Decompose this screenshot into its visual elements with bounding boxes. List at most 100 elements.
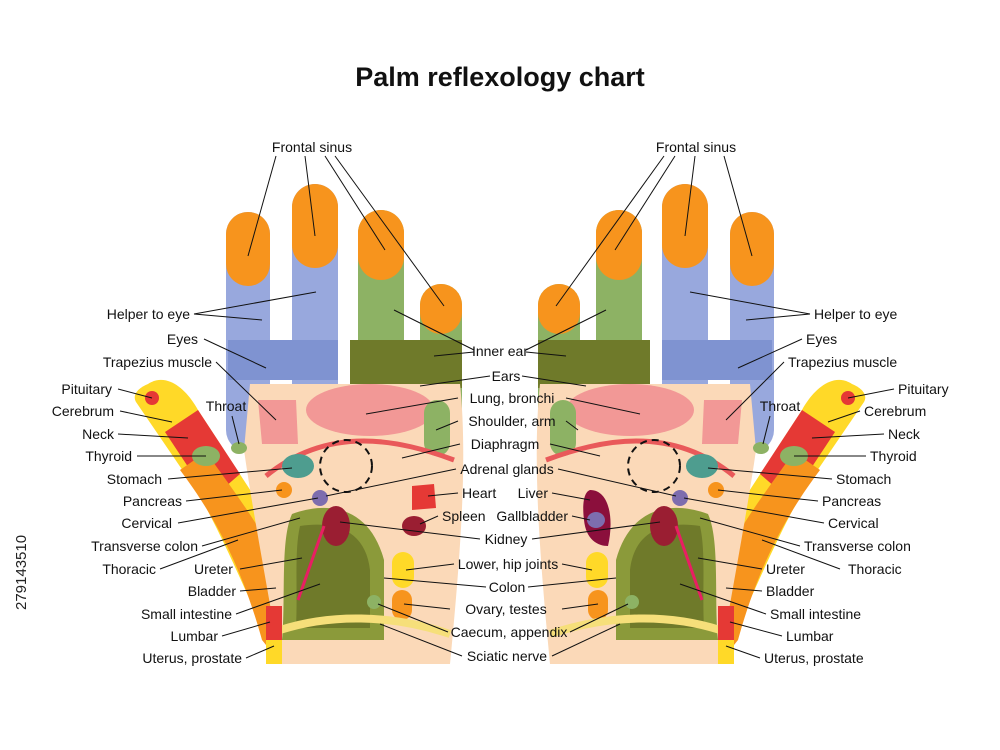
right-shoulder <box>550 400 576 456</box>
label-sciatic-nerve: Sciatic nerve <box>467 648 547 664</box>
left-thumb-spine <box>180 452 288 660</box>
label-frontal-sinus-left: Frontal sinus <box>272 139 352 155</box>
left-kidney <box>322 506 350 546</box>
left-caecum <box>367 595 381 609</box>
left-trapezius <box>258 400 298 444</box>
label-trapezius-right: Trapezius muscle <box>788 354 897 370</box>
right-ureter <box>674 525 704 601</box>
label-cerebrum-left: Cerebrum <box>52 403 114 419</box>
label-eyes-left: Eyes <box>167 331 198 347</box>
label-helper-to-eye-left: Helper to eye <box>107 306 190 322</box>
label-lung-bronchi: Lung, bronchi <box>470 390 555 406</box>
label-gallbladder: Gallbladder <box>496 508 568 524</box>
label-lower-hip-joints: Lower, hip joints <box>458 556 558 572</box>
right-thumb-spine <box>712 452 820 660</box>
label-transverse-colon-right: Transverse colon <box>804 538 911 554</box>
left-finger-base-band-2 <box>350 340 462 388</box>
left-spleen <box>402 516 426 536</box>
label-pancreas-left: Pancreas <box>123 493 182 509</box>
right-index-tip <box>730 212 774 286</box>
label-pituitary-right: Pituitary <box>898 381 949 397</box>
label-heart: Heart <box>462 485 496 501</box>
label-shoulder-arm: Shoulder, arm <box>468 413 555 429</box>
label-small-intestine-right: Small intestine <box>770 606 861 622</box>
label-cervical-right: Cervical <box>828 515 879 531</box>
left-ring-tip <box>358 210 404 280</box>
right-kidney <box>650 506 678 546</box>
label-pituitary-left: Pituitary <box>61 381 112 397</box>
label-cerebrum-right: Cerebrum <box>864 403 926 419</box>
label-caecum-appendix: Caecum, appendix <box>451 624 568 640</box>
left-stomach <box>282 454 314 478</box>
left-ureter <box>296 525 326 601</box>
left-finger-base-band <box>228 340 338 380</box>
label-neck-left: Neck <box>82 426 115 442</box>
right-hand <box>536 184 866 664</box>
right-ring-tip <box>596 210 642 280</box>
right-lumbar <box>718 606 734 642</box>
left-middle-tip <box>292 184 338 268</box>
label-thyroid-left: Thyroid <box>85 448 132 464</box>
label-small-intestine-left: Small intestine <box>141 606 232 622</box>
left-heart <box>412 484 436 510</box>
label-throat-left: Throat <box>206 398 247 414</box>
right-pancreas <box>708 482 724 498</box>
label-pancreas-right: Pancreas <box>822 493 881 509</box>
label-spleen: Spleen <box>442 508 486 524</box>
label-lumbar-right: Lumbar <box>786 628 834 644</box>
left-hand <box>134 184 464 664</box>
label-stomach-right: Stomach <box>836 471 891 487</box>
right-ovary <box>588 590 608 620</box>
left-uterus <box>266 640 282 664</box>
right-finger-base-band <box>662 340 772 380</box>
label-frontal-sinus-right: Frontal sinus <box>656 139 736 155</box>
label-lumbar-left: Lumbar <box>171 628 219 644</box>
label-uterus-prostate-left: Uterus, prostate <box>142 650 242 666</box>
right-caecum <box>625 595 639 609</box>
label-ureter-left: Ureter <box>194 561 233 577</box>
right-finger-base-band-2 <box>538 340 650 388</box>
label-throat-right: Throat <box>760 398 801 414</box>
labels: Frontal sinus Frontal sinus Helper to ey… <box>52 139 949 666</box>
label-cervical-left: Cervical <box>121 515 172 531</box>
label-neck-right: Neck <box>888 426 921 442</box>
left-ovary <box>392 590 412 620</box>
leader-lines <box>117 155 895 659</box>
label-diaphragm: Diaphragm <box>471 436 539 452</box>
label-inner-ear: Inner ear <box>472 343 528 359</box>
right-pinky-tip <box>538 284 580 334</box>
label-kidney: Kidney <box>485 531 528 547</box>
left-lumbar <box>266 606 282 642</box>
left-throat <box>231 442 247 454</box>
right-gallbladder <box>587 512 605 528</box>
label-adrenal-glands: Adrenal glands <box>460 461 553 477</box>
label-ovary-testes: Ovary, testes <box>465 601 546 617</box>
left-sciatic-band <box>278 614 452 638</box>
label-stomach-left: Stomach <box>107 471 162 487</box>
label-bladder-right: Bladder <box>766 583 815 599</box>
left-hip-joints <box>392 552 414 588</box>
left-lung <box>306 384 434 436</box>
watermark-id: 279143510 <box>13 535 30 610</box>
right-stomach <box>686 454 718 478</box>
label-colon: Colon <box>489 579 526 595</box>
label-eyes-right: Eyes <box>806 331 837 347</box>
label-thyroid-right: Thyroid <box>870 448 917 464</box>
right-adrenal <box>672 490 688 506</box>
label-bladder-left: Bladder <box>188 583 237 599</box>
chart-title: Palm reflexology chart <box>355 62 645 92</box>
label-thoracic-left: Thoracic <box>102 561 156 577</box>
label-uterus-prostate-right: Uterus, prostate <box>764 650 864 666</box>
left-pinky-tip <box>420 284 462 334</box>
right-lung <box>566 384 694 436</box>
left-index-tip <box>226 212 270 286</box>
right-uterus <box>718 640 734 664</box>
left-adrenal <box>312 490 328 506</box>
label-thoracic-right: Thoracic <box>848 561 902 577</box>
label-trapezius-left: Trapezius muscle <box>103 354 212 370</box>
right-middle-tip <box>662 184 708 268</box>
label-transverse-colon-left: Transverse colon <box>91 538 198 554</box>
label-ears: Ears <box>492 368 521 384</box>
right-dashed-zone <box>627 439 681 493</box>
